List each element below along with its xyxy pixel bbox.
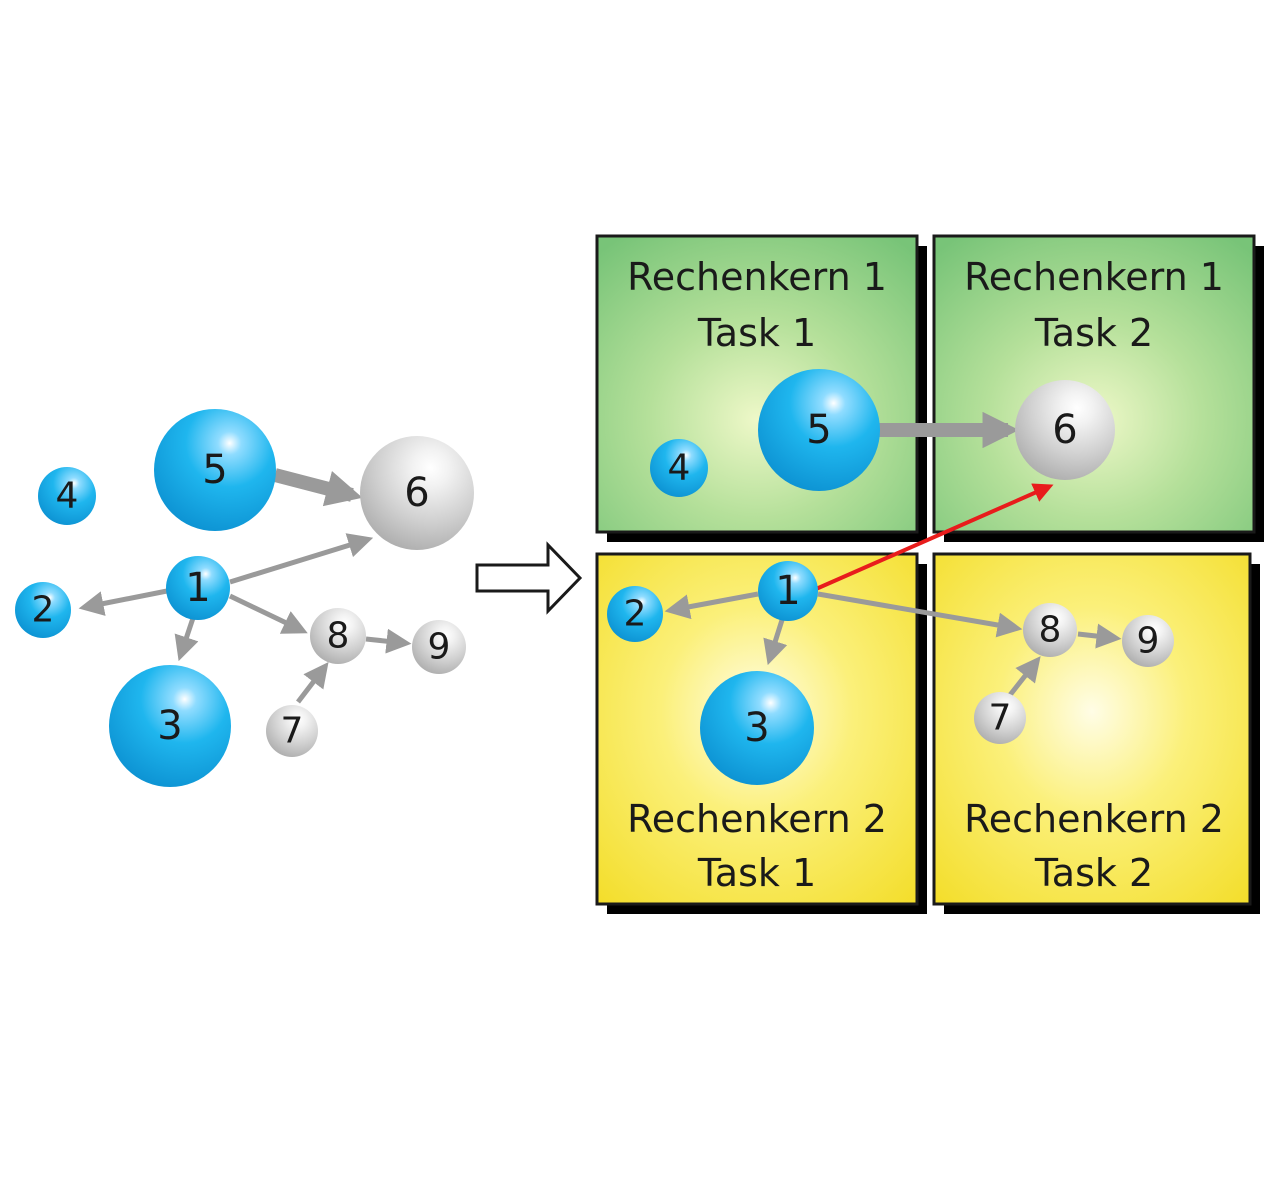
box-core2-task2-line2: Task 2 [1034, 851, 1153, 895]
right-edge-1-3 [763, 619, 788, 666]
right-edge-1-2 [664, 591, 759, 620]
right-node-5-label: 5 [806, 407, 831, 453]
left-node-7: 7 [266, 705, 318, 757]
left-node-4: 4 [38, 467, 96, 525]
left-edge-1-2 [78, 588, 168, 616]
right-node-6: 6 [1015, 380, 1115, 480]
box-core1-task2-line1: Rechenkern 1 [964, 255, 1224, 299]
left-node-9-label: 9 [428, 627, 451, 668]
left-node-8-label: 8 [327, 616, 350, 657]
left-node-8: 8 [310, 608, 366, 664]
right-node-3-label: 3 [744, 705, 769, 751]
right-node-3: 3 [700, 671, 814, 785]
right-node-2-label: 2 [624, 594, 647, 635]
left-node-5-label: 5 [202, 447, 227, 493]
left-node-7-label: 7 [281, 711, 304, 752]
left-node-1-label: 1 [185, 565, 210, 611]
left-node-1: 1 [166, 556, 230, 620]
left-node-3: 3 [109, 665, 231, 787]
right-grid: Rechenkern 1 Task 1 Rechenkern 1 Task 2 … [595, 234, 1264, 914]
right-node-8-label: 8 [1039, 610, 1062, 651]
box-core2-task1-line1: Rechenkern 2 [627, 797, 887, 841]
right-node-7: 7 [974, 692, 1026, 744]
left-node-4-label: 4 [56, 476, 79, 517]
right-node-2: 2 [607, 586, 663, 642]
right-node-7-label: 7 [989, 698, 1012, 739]
right-edge-1-6-cross [815, 483, 1054, 591]
left-graph: 4 5 6 1 2 3 8 9 [15, 409, 474, 787]
right-node-4: 4 [650, 439, 708, 497]
right-edge-1-8 [817, 591, 1023, 638]
box-core1-task1-line1: Rechenkern 1 [627, 255, 887, 299]
right-edge-8-9 [1077, 623, 1122, 649]
left-node-5: 5 [154, 409, 276, 531]
left-edge-5-6 [273, 468, 363, 507]
box-core2-task2-line1: Rechenkern 2 [964, 797, 1224, 841]
left-edge-8-9 [365, 628, 412, 654]
box-core1-task1: Rechenkern 1 Task 1 [595, 234, 919, 534]
box-core1-task2: Rechenkern 1 Task 2 [932, 234, 1256, 534]
right-node-5: 5 [758, 369, 880, 491]
right-node-6-label: 6 [1052, 407, 1077, 453]
box-core2-task1-line2: Task 1 [697, 851, 816, 895]
right-node-9-label: 9 [1137, 621, 1160, 662]
left-node-2: 2 [15, 582, 71, 638]
box-core1-task1-line2: Task 1 [697, 311, 816, 355]
right-node-4-label: 4 [668, 448, 691, 489]
left-edge-1-8 [228, 593, 308, 634]
left-node-6: 6 [360, 436, 474, 550]
left-edge-1-3 [174, 617, 199, 662]
right-node-1: 1 [758, 561, 818, 621]
transition-arrow [475, 541, 583, 615]
left-node-2-label: 2 [32, 590, 55, 631]
right-node-9: 9 [1122, 615, 1174, 667]
right-edge-7-8 [1008, 656, 1041, 697]
left-node-9: 9 [412, 620, 466, 674]
right-node-1-label: 1 [775, 568, 800, 614]
box-core1-task2-line2: Task 2 [1034, 311, 1153, 355]
right-node-8: 8 [1023, 603, 1077, 657]
left-edge-7-8 [296, 662, 329, 704]
left-node-3-label: 3 [157, 703, 182, 749]
left-node-6-label: 6 [404, 470, 429, 516]
left-edge-1-6 [229, 533, 374, 585]
